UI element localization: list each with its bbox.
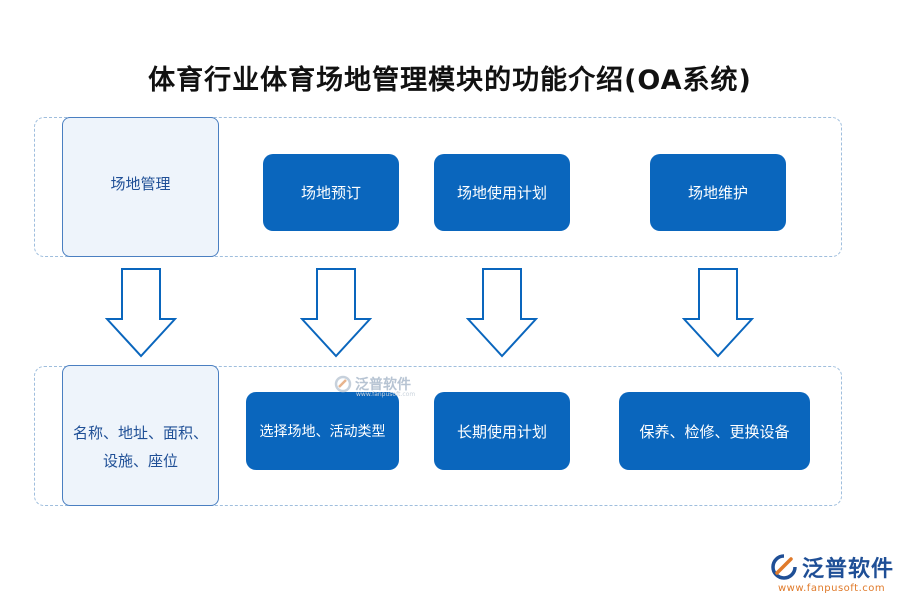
watermark: 泛普软件 www.fanpusoft.com [334,374,415,398]
node-venue-maintenance: 场地维护 [650,154,786,231]
attributes-line-1: 名称、地址、面积、 [72,424,208,442]
down-arrow-2 [300,268,372,358]
brand-url: www.fanpusoft.com [778,583,886,594]
down-arrow-3 [466,268,538,358]
top-row-container [34,117,842,257]
node-maintain-repair-replace: 保养、检修、更换设备 [619,392,810,470]
node-venue-usage-plan: 场地使用计划 [434,154,570,231]
down-arrow-1 [105,268,177,358]
category-label: 场地管理 [110,175,171,193]
down-arrow-4 [682,268,754,358]
node-venue-booking: 场地预订 [263,154,399,231]
brand-logo-text: 泛普软件 [802,557,895,582]
node-long-term-plan: 长期使用计划 [434,392,570,470]
brand-logo: 泛普软件 [770,553,895,582]
attributes-line-2: 设施、座位 [102,452,178,470]
diagram-title: 体育行业体育场地管理模块的功能介绍(OA系统) [148,65,752,96]
attributes-label-box: 名称、地址、面积、 设施、座位 [62,365,219,506]
bottom-row-container [34,366,842,506]
brand-logo-icon [771,554,797,580]
watermark-logo-icon [334,375,352,393]
node-select-venue-activity: 选择场地、活动类型 [246,392,399,470]
category-label-box: 场地管理 [62,117,219,257]
